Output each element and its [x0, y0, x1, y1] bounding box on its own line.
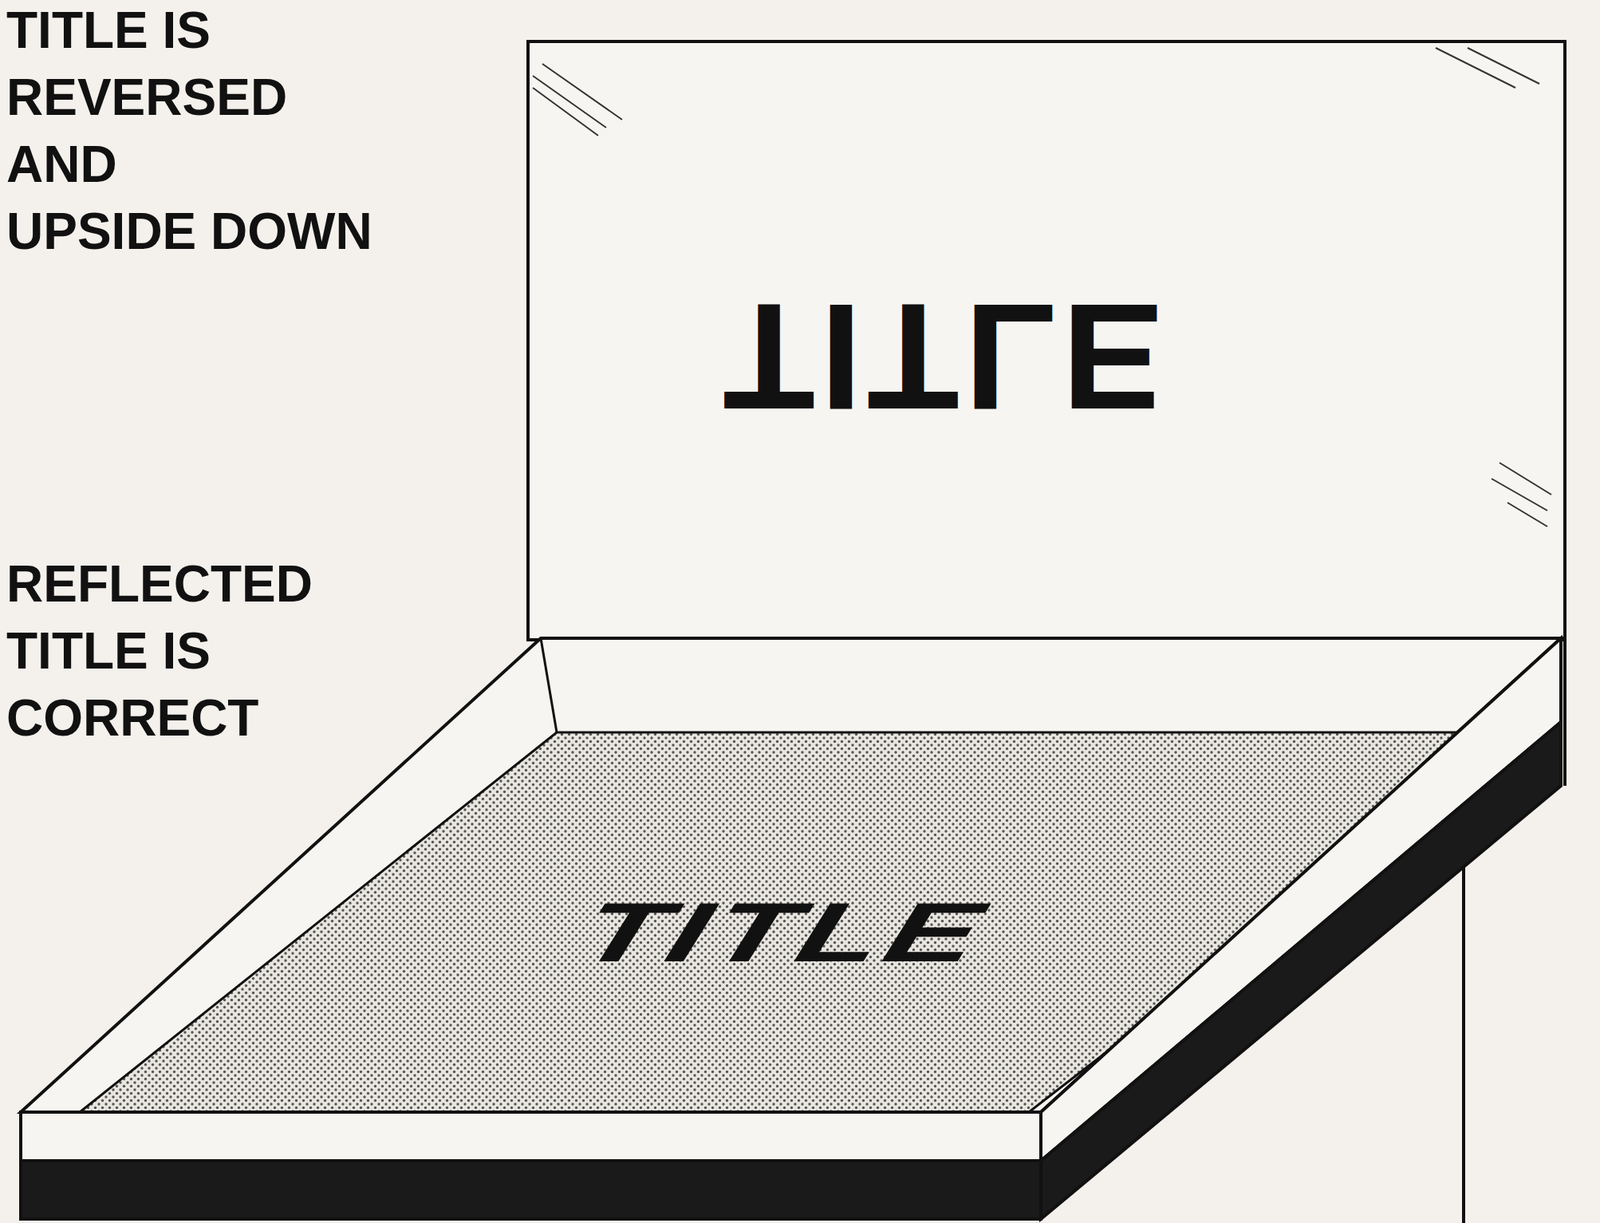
panel-edge — [1563, 638, 1567, 786]
note-text: TITLE IS — [6, 625, 211, 677]
board-front — [20, 1111, 1041, 1161]
board-side — [1040, 638, 1561, 1161]
reflected-title: TITLE — [722, 281, 1168, 434]
copy-title: TITLE — [559, 889, 1013, 974]
note-text: REVERSED — [6, 71, 288, 123]
note-text: REFLECTED — [6, 558, 313, 610]
note-text: CORRECT — [6, 692, 259, 744]
board-side-shadow — [1040, 721, 1561, 1219]
note-text: AND — [6, 138, 118, 190]
note-text: TITLE IS — [6, 4, 211, 56]
board-front-shadow — [20, 1160, 1041, 1219]
glass-glints — [532, 47, 1552, 527]
glass-plate — [528, 41, 1565, 640]
note-text: UPSIDE DOWN — [6, 205, 373, 257]
